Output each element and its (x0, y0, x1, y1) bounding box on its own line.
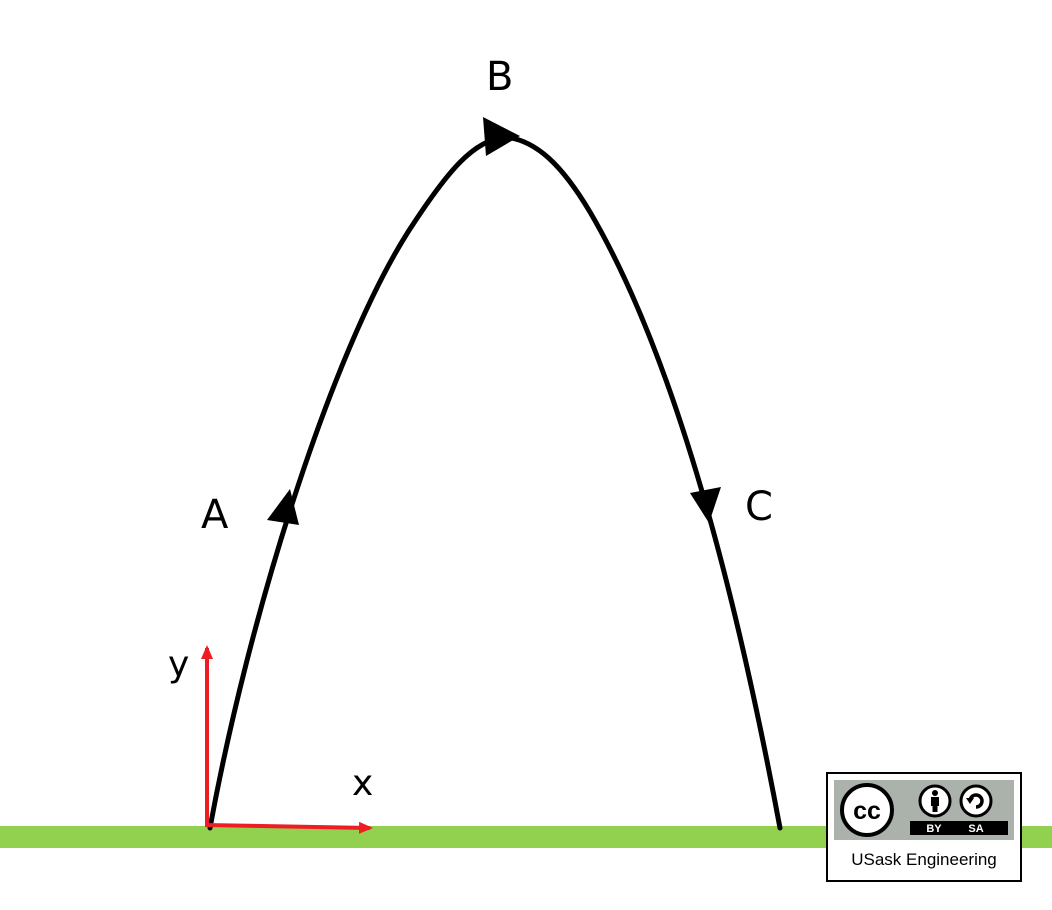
arrow-a-marker (267, 489, 299, 525)
cc-icon: cc (840, 783, 894, 837)
attribution-person-icon (918, 784, 952, 818)
y-axis-label: y (168, 644, 189, 685)
cc-license-badge: cc BY SA USask Engineering (826, 772, 1022, 882)
point-c-label: C (745, 484, 773, 530)
cc-badge-top: cc BY SA (834, 780, 1014, 840)
point-b-label: B (486, 54, 513, 100)
ground-line (0, 826, 1052, 848)
x-axis-arrow (204, 821, 373, 834)
svg-text:cc: cc (853, 797, 881, 825)
arrow-c-marker (690, 487, 721, 523)
point-a-label: A (201, 492, 229, 538)
by-label: BY (926, 823, 942, 835)
trajectory-curve (207, 134, 783, 831)
arrow-b-marker (483, 117, 520, 156)
x-axis-label: x (352, 763, 373, 804)
sa-label: SA (968, 823, 983, 835)
org-name-label: USask Engineering (851, 850, 997, 869)
share-alike-icon (959, 784, 993, 818)
